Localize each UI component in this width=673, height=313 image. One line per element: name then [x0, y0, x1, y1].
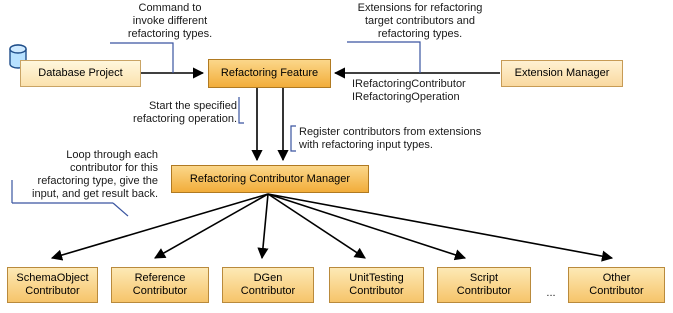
note-line: target contributors and	[364, 15, 476, 27]
contributor-line2: Contributor	[456, 285, 512, 297]
callout-loop-pointer	[112, 202, 129, 217]
contributor-line1: Reference	[134, 272, 186, 284]
extension-manager-label: Extension Manager	[514, 67, 610, 79]
note-loop: Loop through each contributor for this r…	[14, 149, 158, 201]
note-line: IRefactoringOperation	[352, 91, 460, 103]
contributor-line1: UnitTesting	[349, 272, 404, 284]
note-line: Command to	[138, 2, 202, 14]
extension-manager-box: Extension Manager	[501, 60, 623, 87]
contributor-line1: Script	[469, 272, 499, 284]
arrow-manager-to-other	[267, 193, 614, 262]
note-extensions: Extensions for refactoring target contri…	[340, 2, 500, 41]
database-project-label: Database Project	[38, 67, 123, 79]
note-line: refactoring types.	[377, 28, 463, 40]
refactoring-feature-box: Refactoring Feature	[208, 59, 331, 88]
arrow-manager-to-script	[267, 193, 467, 261]
refactoring-feature-label: Refactoring Feature	[220, 67, 319, 79]
callout-command-line	[110, 42, 174, 73]
arrow-manager-to-schemaobject	[50, 193, 269, 261]
callout-extensions-line	[347, 41, 421, 73]
arrow-manager-to-dgen	[257, 193, 269, 260]
fanout-arrows	[50, 193, 614, 262]
note-line: Register contributors from extensions	[299, 126, 482, 138]
note-line: Extensions for refactoring	[357, 2, 483, 14]
note-line: invoke different	[132, 15, 208, 27]
database-project-box: Database Project	[20, 60, 141, 87]
callout-start-line	[238, 97, 244, 124]
note-start: Start the specified refactoring operatio…	[115, 100, 237, 126]
note-line: refactoring operation.	[133, 113, 237, 125]
note-line: Loop through each	[66, 149, 158, 161]
note-interfaces: IRefactoringContributor IRefactoringOper…	[352, 78, 502, 104]
callout-register-line	[290, 125, 296, 152]
contributor-line2: Contributor	[240, 285, 296, 297]
contributor-manager-box: Refactoring Contributor Manager	[171, 165, 369, 193]
contributor-line2: Contributor	[132, 285, 188, 297]
note-line: refactoring types.	[127, 28, 213, 40]
contributor-line1: SchemaObject	[16, 272, 89, 284]
note-line: refactoring type, give the	[37, 175, 158, 187]
arrow-manager-to-unittesting	[267, 193, 366, 259]
contributor-line2: Contributor	[349, 285, 404, 297]
contributor-line1: Other	[602, 272, 631, 284]
note-line: with refactoring input types.	[299, 139, 433, 151]
contributor-manager-label: Refactoring Contributor Manager	[189, 172, 351, 185]
contributor-line1: DGen	[253, 272, 283, 284]
contributor-line2: Contributor	[25, 285, 80, 297]
note-line: input, and get result back.	[32, 188, 158, 200]
note-line: Start the specified	[148, 100, 237, 112]
arrow-manager-to-reference	[154, 193, 269, 259]
note-command: Command to invoke different refactoring …	[110, 2, 230, 41]
ellipsis: ...	[546, 287, 556, 299]
note-line: IRefactoringContributor	[352, 78, 466, 90]
note-line: contributor for this	[69, 162, 158, 174]
note-register: Register contributors from extensions wi…	[299, 126, 509, 152]
contributor-line2: Contributor	[589, 285, 644, 297]
